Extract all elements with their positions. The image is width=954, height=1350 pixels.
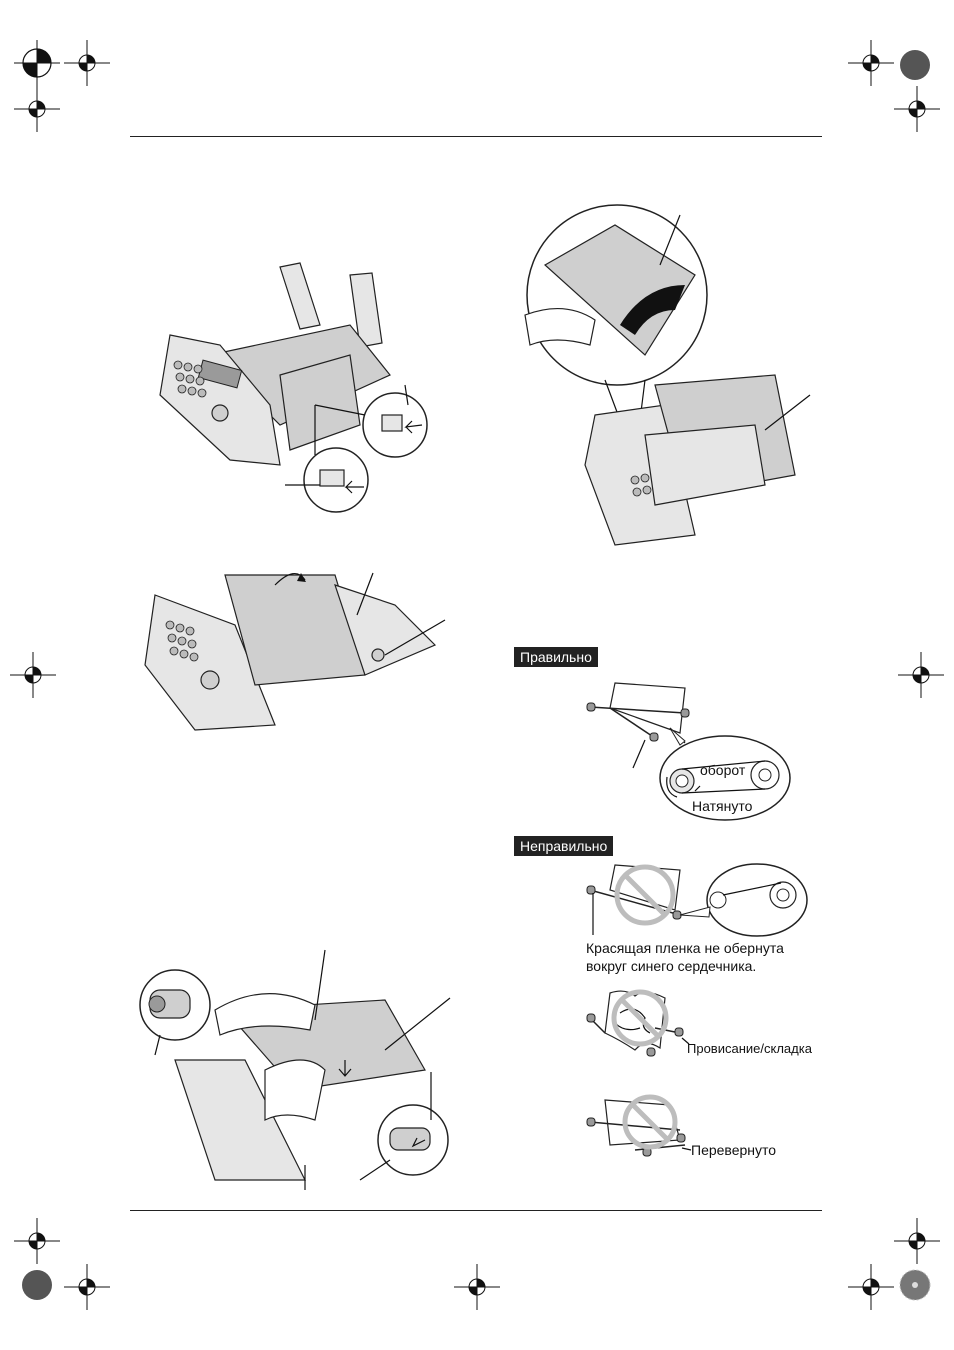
slack-ribbon-illustration <box>585 988 685 1068</box>
rotation-label: оборот <box>700 761 745 779</box>
correct-ribbon-illustration <box>585 683 795 823</box>
correct-badge: Правильно <box>514 647 598 667</box>
registration-mark-icon <box>898 652 944 698</box>
fax-open-cover-illustration <box>135 555 450 745</box>
fax-ribbon-loading-illustration <box>135 950 455 1190</box>
registration-mark-icon <box>10 652 56 698</box>
color-wheel-icon <box>898 1268 932 1302</box>
registration-mark-icon <box>14 86 60 132</box>
not-wrapped-ribbon-illustration <box>585 855 810 945</box>
not-wrapped-label-line2: вокруг синего сердечника. <box>586 957 756 975</box>
reversed-label: Перевернуто <box>691 1141 776 1159</box>
registration-mark-icon <box>64 40 110 86</box>
tight-label: Натянуто <box>692 797 752 815</box>
reversed-ribbon-illustration <box>585 1090 690 1165</box>
registration-mark-icon <box>454 1264 500 1310</box>
footer-rule <box>130 1210 822 1211</box>
slack-label: Провисание/складка <box>687 1040 812 1058</box>
header-rule <box>130 136 822 137</box>
registration-mark-icon <box>64 1264 110 1310</box>
gray-dot-icon <box>20 1268 54 1302</box>
fax-release-buttons-illustration <box>150 255 440 515</box>
registration-mark-icon <box>894 86 940 132</box>
registration-mark-icon <box>14 1218 60 1264</box>
not-wrapped-label-line1: Красящая пленка не обернута <box>586 939 784 957</box>
registration-mark-icon <box>14 40 60 86</box>
gray-dot-icon <box>898 48 932 82</box>
registration-mark-icon <box>848 40 894 86</box>
incorrect-badge: Неправильно <box>514 836 613 856</box>
registration-mark-icon <box>848 1264 894 1310</box>
fax-gear-closeup-illustration <box>525 205 815 550</box>
registration-mark-icon <box>894 1218 940 1264</box>
